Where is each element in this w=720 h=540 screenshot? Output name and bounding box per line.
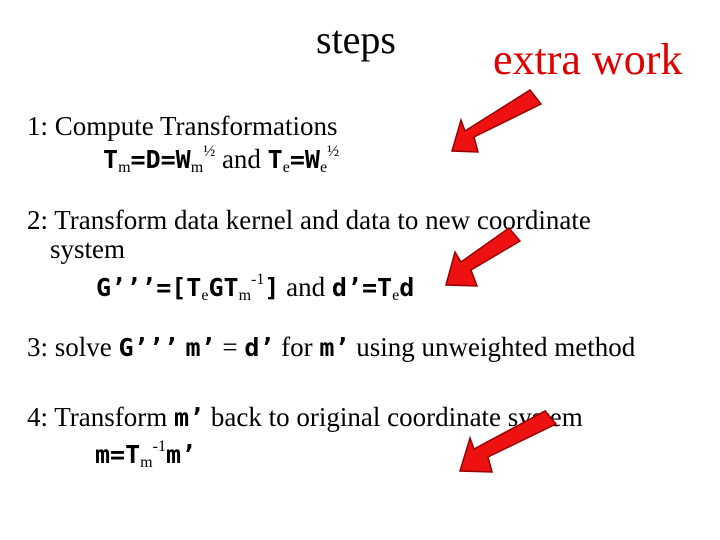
eq-term: T: [103, 145, 119, 174]
eq-term: d: [399, 273, 415, 302]
arrow-icon: [445, 226, 522, 287]
step-2-label-line1: 2: Transform data kernel and data to new…: [27, 205, 591, 235]
step-3-rest: using unweighted method: [349, 332, 636, 362]
step-1-equation: Tm=D=Wm½ and Te=We½: [103, 143, 340, 176]
eq-term: d’: [244, 333, 275, 362]
eq-term: d’=T: [331, 273, 393, 302]
eq-term: m’: [174, 403, 205, 432]
step-3-line: 3: solve G’’’ m’ = d’ for m’ using unwei…: [27, 334, 635, 361]
step-4-line: 4: Transform m’ back to original coordin…: [27, 404, 583, 431]
eq-subscript: e: [319, 159, 328, 176]
eq-conjunction: and: [215, 144, 268, 174]
eq-term: ]: [264, 273, 280, 302]
step-1-label: 1: Compute Transformations: [27, 111, 338, 141]
eq-superscript: -1: [251, 271, 265, 288]
eq-term: m’: [185, 333, 216, 362]
eq-conjunction: and: [279, 272, 332, 302]
step-2-equation: G’’’=[TeGTm-1] and d’=Ted: [96, 271, 415, 304]
extra-work-label: extra work: [493, 35, 683, 84]
step-3-for: for: [274, 332, 320, 362]
eq-subscript: e: [282, 159, 290, 176]
slide-title: steps: [316, 17, 396, 62]
eq-term: m=T: [95, 440, 141, 469]
step-2-label-line2: system: [50, 234, 126, 264]
eq-subscript: m: [238, 287, 252, 304]
eq-superscript: -1: [152, 438, 166, 455]
eq-equals: =: [215, 332, 245, 362]
eq-term: G’’’=[T: [96, 273, 202, 302]
eq-subscript: m: [118, 159, 131, 176]
eq-term: m’: [165, 440, 197, 469]
eq-term: T: [267, 145, 283, 174]
eq-term: m’: [319, 333, 350, 362]
step-4-equation: m=Tm-1m’: [95, 438, 197, 471]
step-4-prefix: 4: Transform: [27, 402, 175, 432]
eq-term: =W: [289, 145, 320, 174]
eq-term: GT: [208, 273, 239, 302]
eq-term: =D=W: [130, 145, 191, 174]
eq-superscript: ½: [327, 143, 340, 160]
eq-subscript: m: [190, 159, 204, 176]
eq-subscript: e: [392, 287, 400, 304]
eq-term: G’’’: [118, 333, 179, 362]
eq-superscript: ½: [203, 143, 216, 160]
step-3-prefix: 3: solve: [27, 332, 119, 362]
arrow-icon: [451, 89, 543, 153]
arrow-icon: [458, 410, 558, 473]
eq-subscript: m: [140, 454, 153, 471]
eq-subscript: e: [201, 287, 209, 304]
